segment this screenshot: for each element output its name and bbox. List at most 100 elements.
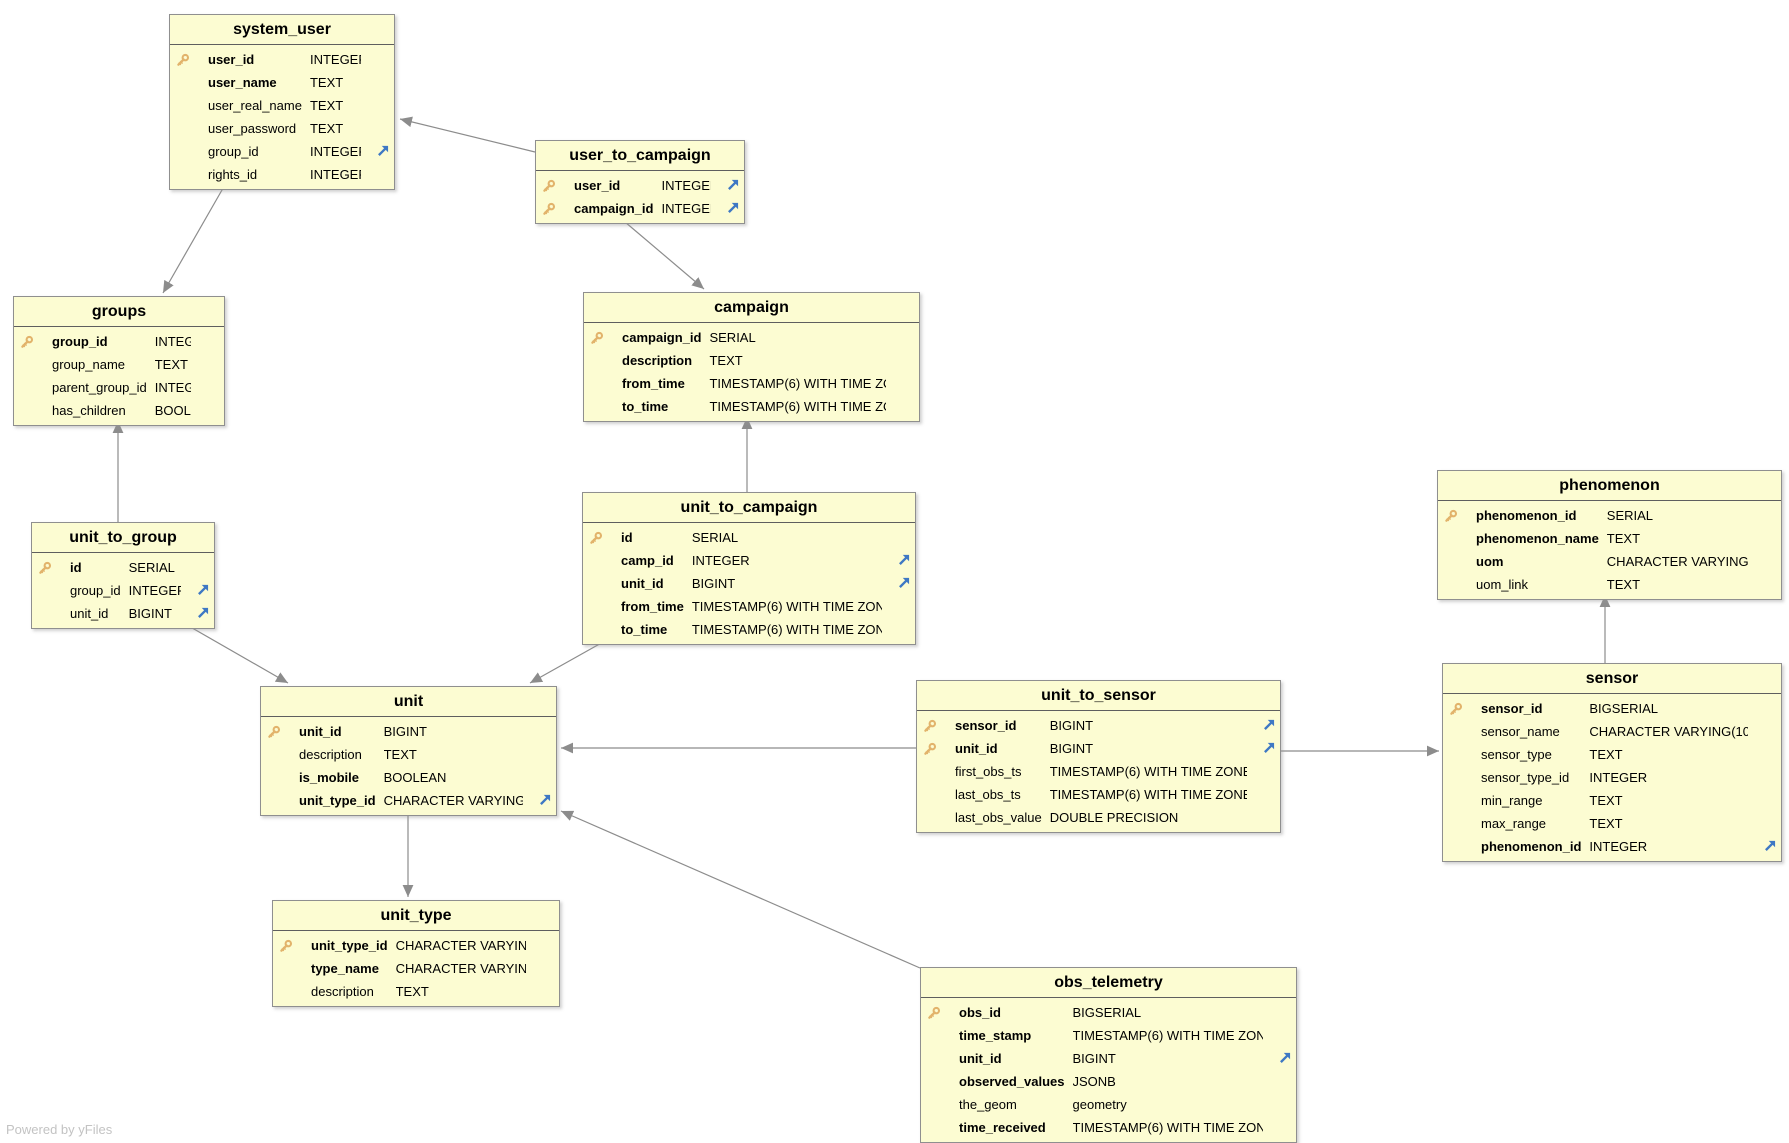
field-name: unit_id — [70, 606, 121, 621]
fk-icon-spacer — [1271, 1001, 1291, 1024]
field-icon-spacer — [1444, 573, 1468, 596]
field-icon-spacer — [927, 1047, 951, 1070]
relationship-edge-system_user-to-groups — [163, 183, 226, 293]
field-icon-spacer — [927, 1070, 951, 1093]
field-icon-spacer — [589, 618, 613, 641]
entity-table-unit_to_sensor[interactable]: unit_to_sensorsensor_idBIGINTunit_idBIGI… — [916, 680, 1281, 833]
entity-table-obs_telemetry[interactable]: obs_telemetryobs_idBIGSERIALtime_stampTI… — [920, 967, 1297, 1143]
entity-table-unit_to_campaign[interactable]: unit_to_campaignidSERIALcamp_idINTEGERun… — [582, 492, 916, 645]
field-type: INTEGER — [155, 380, 191, 395]
entity-table-user_to_campaign[interactable]: user_to_campaignuser_idINTEGERcampaign_i… — [535, 140, 745, 224]
field-type: TIMESTAMP(6) WITH TIME ZONE — [692, 622, 882, 637]
field-icon-spacer — [20, 376, 44, 399]
foreign-key-icon — [531, 789, 551, 812]
field-name: campaign_id — [622, 330, 701, 345]
primary-key-icon — [20, 330, 44, 353]
table-title: unit — [261, 687, 556, 717]
field-type: BOOLEAN — [155, 403, 191, 418]
entity-table-unit_to_group[interactable]: unit_to_groupidSERIALgroup_idINTEGERunit… — [31, 522, 215, 629]
primary-key-icon — [1449, 697, 1473, 720]
field-icon-spacer — [1444, 527, 1468, 550]
field-name: campaign_id — [574, 201, 653, 216]
field-type: TEXT — [384, 747, 523, 762]
entity-table-unit_type[interactable]: unit_typeunit_type_idCHARACTER VARYING(2… — [272, 900, 560, 1007]
foreign-key-icon — [369, 140, 389, 163]
fk-icon-spacer — [531, 766, 551, 789]
foreign-key-icon — [189, 579, 209, 602]
table-fields: user_idINTEGERcampaign_idINTEGER — [536, 171, 744, 223]
table-fields: unit_idBIGINTdescriptionTEXTis_mobileBOO… — [261, 717, 556, 815]
entity-table-unit[interactable]: unitunit_idBIGINTdescriptionTEXTis_mobil… — [260, 686, 557, 816]
table-title: unit_to_campaign — [583, 493, 915, 523]
fk-icon-spacer — [189, 556, 209, 579]
field-name: phenomenon_id — [1481, 839, 1581, 854]
field-icon-spacer — [20, 399, 44, 422]
entity-table-groups[interactable]: groupsgroup_idINTEGERgroup_nameTEXTparen… — [13, 296, 225, 426]
field-type: CHARACTER VARYING(100) — [1589, 724, 1748, 739]
fk-icon-spacer — [369, 71, 389, 94]
field-name: description — [311, 984, 388, 999]
entity-table-phenomenon[interactable]: phenomenonphenomenon_idSERIALphenomenon_… — [1437, 470, 1782, 600]
field-type: TIMESTAMP(6) WITH TIME ZONE — [1050, 764, 1247, 779]
entity-table-sensor[interactable]: sensorsensor_idBIGSERIALsensor_nameCHARA… — [1442, 663, 1782, 862]
field-type: INTEGER — [129, 583, 181, 598]
fk-icon-spacer — [534, 934, 554, 957]
table-fields: idSERIALcamp_idINTEGERunit_idBIGINTfrom_… — [583, 523, 915, 644]
field-type: INTEGER — [310, 52, 361, 67]
foreign-key-icon — [189, 602, 209, 625]
field-type: CHARACTER VARYING(30) — [1607, 554, 1748, 569]
field-type: INTEGER — [310, 167, 361, 182]
field-type: BOOLEAN — [384, 770, 523, 785]
field-icon-spacer — [1449, 720, 1473, 743]
fk-icon-spacer — [1255, 760, 1275, 783]
field-type: TEXT — [1589, 747, 1748, 762]
field-name: time_stamp — [959, 1028, 1065, 1043]
foreign-key-icon — [1255, 737, 1275, 760]
field-type: TIMESTAMP(6) WITH TIME ZONE — [709, 399, 886, 414]
field-name: phenomenon_id — [1476, 508, 1599, 523]
primary-key-icon — [267, 720, 291, 743]
field-type: INTEGER — [1589, 839, 1748, 854]
table-title: groups — [14, 297, 224, 327]
entity-table-campaign[interactable]: campaigncampaign_idSERIALdescriptionTEXT… — [583, 292, 920, 422]
table-title: unit_to_group — [32, 523, 214, 553]
field-type: TEXT — [155, 357, 191, 372]
table-title: phenomenon — [1438, 471, 1781, 501]
field-name: uom — [1476, 554, 1599, 569]
relationship-edge-unit_to_group-to-unit — [180, 621, 288, 683]
fk-icon-spacer — [369, 163, 389, 186]
relationship-edge-user_to_campaign-to-campaign — [618, 216, 704, 289]
table-fields: campaign_idSERIALdescriptionTEXTfrom_tim… — [584, 323, 919, 421]
field-type: BIGINT — [129, 606, 181, 621]
field-icon-spacer — [1444, 550, 1468, 573]
fk-icon-spacer — [369, 117, 389, 140]
field-icon-spacer — [1449, 789, 1473, 812]
fk-icon-spacer — [1756, 720, 1776, 743]
field-name: time_received — [959, 1120, 1065, 1135]
field-name: user_name — [208, 75, 302, 90]
fk-icon-spacer — [369, 48, 389, 71]
fk-icon-spacer — [369, 94, 389, 117]
field-type: BIGINT — [1073, 1051, 1263, 1066]
fk-icon-spacer — [534, 980, 554, 1003]
field-name: last_obs_value — [955, 810, 1042, 825]
fk-icon-spacer — [199, 353, 219, 376]
entity-table-system_user[interactable]: system_useruser_idINTEGERuser_nameTEXTus… — [169, 14, 395, 190]
field-icon-spacer — [38, 602, 62, 625]
field-type: BIGSERIAL — [1589, 701, 1748, 716]
field-icon-spacer — [923, 783, 947, 806]
primary-key-icon — [927, 1001, 951, 1024]
field-icon-spacer — [1449, 812, 1473, 835]
table-fields: sensor_idBIGINTunit_idBIGINTfirst_obs_ts… — [917, 711, 1280, 832]
fk-icon-spacer — [1255, 806, 1275, 829]
table-fields: phenomenon_idSERIALphenomenon_nameTEXTuo… — [1438, 501, 1781, 599]
field-name: unit_id — [621, 576, 684, 591]
fk-icon-spacer — [534, 957, 554, 980]
field-name: user_real_name — [208, 98, 302, 113]
table-fields: unit_type_idCHARACTER VARYING(2)type_nam… — [273, 931, 559, 1006]
table-fields: user_idINTEGERuser_nameTEXTuser_real_nam… — [170, 45, 394, 189]
fk-icon-spacer — [890, 595, 910, 618]
foreign-key-icon — [719, 174, 739, 197]
primary-key-icon — [38, 556, 62, 579]
